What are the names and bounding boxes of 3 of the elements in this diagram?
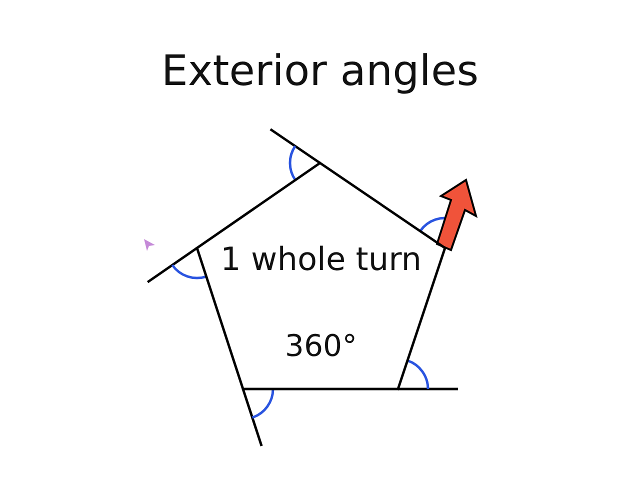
shape-label: 360° xyxy=(284,329,358,364)
title: Exterior angles xyxy=(161,46,479,95)
shape-label: 1 whole turn xyxy=(220,240,422,278)
